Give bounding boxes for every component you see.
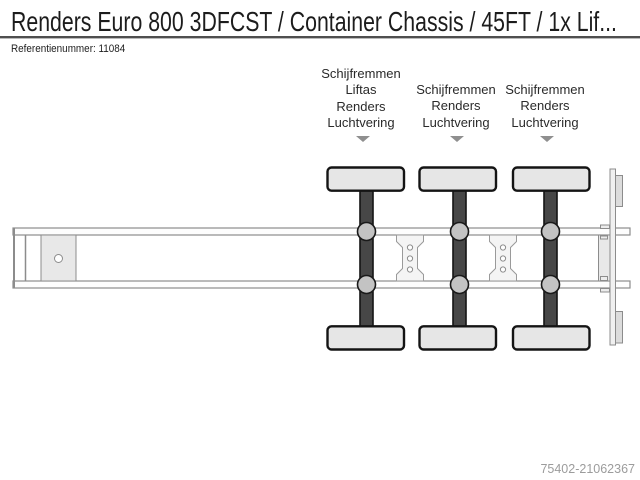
crossmember-hole (499, 255, 507, 262)
rear-bracket (600, 224, 610, 229)
rear-bracket (600, 288, 610, 293)
chassis-rail-top (12, 227, 631, 236)
crossmember-hole (406, 255, 414, 262)
rear-bracket (600, 235, 608, 240)
suspension-bellow (540, 221, 561, 242)
crossmember-hole (499, 266, 507, 273)
chassis-rail-bottom (12, 280, 631, 289)
page-title: Renders Euro 800 3DFCST / Container Chas… (11, 6, 617, 37)
down-arrow-icon (450, 136, 464, 142)
wheel-axle3-top (511, 166, 591, 192)
axle-3 (543, 173, 558, 343)
spec-label: Renders (520, 98, 570, 114)
suspension-bellow (449, 274, 470, 295)
rear-crossbar (609, 168, 616, 346)
spec-label: Renders (431, 98, 481, 114)
reference-number: Referentienummer: 11084 (11, 43, 126, 55)
spec-label: Luchtvering (511, 114, 579, 130)
spec-label: Schijfremmen (505, 82, 585, 97)
title-divider (0, 36, 640, 39)
wheel-axle2-top (418, 166, 498, 192)
axle-1-spec-labels: Schijfremmen Liftas Renders Luchtvering (296, 66, 426, 131)
axle-3-spec-labels: Schijfremmen Renders Luchtvering (480, 82, 610, 131)
rear-bracket (600, 276, 608, 281)
crossmember-hole (499, 244, 507, 251)
down-arrow-icon (356, 136, 370, 142)
spec-label: Luchtvering (422, 114, 490, 130)
spec-label: Luchtvering (327, 114, 395, 130)
crossmember-hole (406, 244, 414, 251)
watermark-id: 75402-21062367 (540, 462, 635, 476)
axle-1 (359, 173, 374, 343)
wheel-axle1-bottom (326, 325, 406, 351)
spec-label: Renders (336, 98, 386, 114)
rear-bumper-pad-bottom (615, 311, 623, 344)
front-block-hole (54, 254, 63, 263)
rear-bumper-pad-top (615, 175, 623, 207)
spec-label: Schijfremmen (321, 66, 401, 81)
suspension-bellow (356, 274, 377, 295)
spec-label: Liftas (345, 82, 377, 98)
wheel-axle2-bottom (418, 325, 498, 351)
down-arrow-icon (540, 136, 554, 142)
axle-2 (452, 173, 467, 343)
suspension-bellow (540, 274, 561, 295)
spec-label: Schijfremmen (416, 82, 496, 97)
suspension-bellow (356, 221, 377, 242)
crossmember-hole (406, 266, 414, 273)
axle-2-spec-labels: Schijfremmen Renders Luchtvering (391, 82, 521, 131)
suspension-bellow (449, 221, 470, 242)
wheel-axle1-top (326, 166, 406, 192)
wheel-axle3-bottom (511, 325, 591, 351)
